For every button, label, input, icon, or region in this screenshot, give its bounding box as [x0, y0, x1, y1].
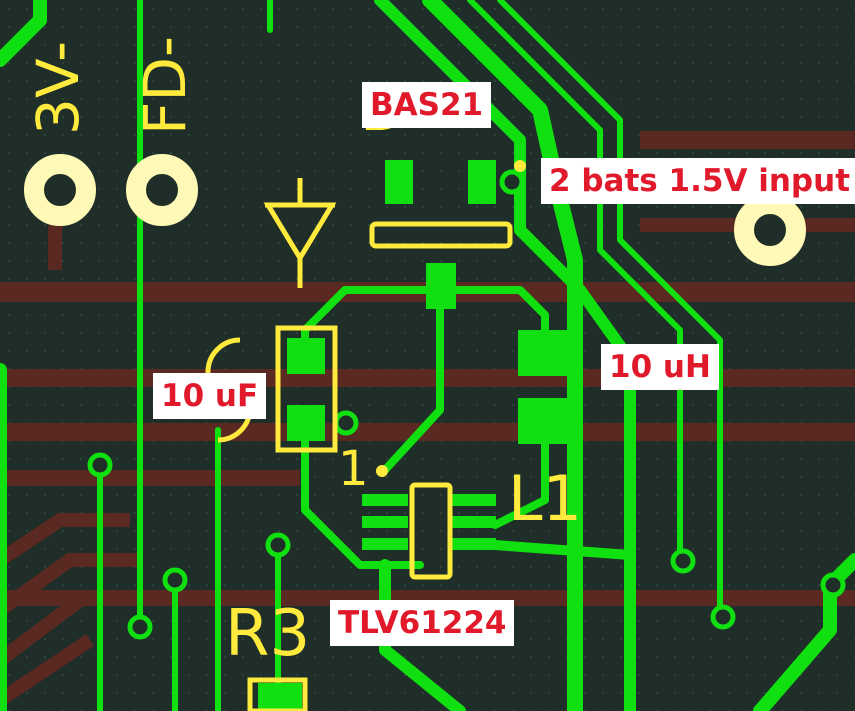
through-hole-pad — [734, 194, 806, 266]
copper-trace — [467, 0, 683, 563]
pin1-marker-dot — [514, 160, 526, 172]
silk-label-fd: FD- — [131, 36, 199, 135]
via — [820, 572, 846, 598]
diode-symbol-icon — [263, 178, 337, 288]
copper-trace — [0, 0, 47, 67]
capacitor-pad — [287, 338, 325, 374]
copper-pads — [258, 160, 578, 711]
silk-label-r3: R3 — [225, 597, 310, 671]
copper-trace — [490, 540, 635, 560]
copper-trace — [381, 296, 444, 474]
diode-outline — [369, 221, 513, 249]
via — [670, 548, 696, 574]
callout-inductor: 10 uH — [601, 344, 719, 390]
ic-outline — [409, 482, 453, 580]
via — [265, 532, 291, 558]
inner-trace — [0, 634, 94, 706]
inductor-pad — [518, 330, 578, 376]
diode-pad — [468, 160, 496, 204]
capacitor-outline — [275, 325, 338, 453]
inner-trace — [0, 553, 140, 616]
via — [710, 604, 736, 630]
via — [499, 169, 525, 195]
pin1-marker-dot — [376, 465, 388, 477]
ic-pad — [362, 516, 408, 528]
copper-trace — [379, 559, 466, 711]
copper-trace — [753, 553, 855, 711]
resistor-pad — [258, 683, 302, 711]
ic-pad — [362, 494, 408, 506]
callout-input: 2 bats 1.5V input — [541, 158, 855, 204]
inner-trace — [0, 513, 130, 566]
copper-trace — [374, 0, 636, 711]
callout-diode: BAS21 — [362, 82, 492, 128]
vias — [87, 169, 846, 640]
ic-pad — [450, 516, 496, 528]
resistor-outline — [247, 677, 308, 711]
inner-trace — [0, 594, 85, 666]
via — [87, 452, 113, 478]
ic-pad — [450, 538, 496, 550]
battery-fd-pad — [126, 154, 198, 226]
through-hole-pads — [24, 154, 806, 266]
silk-label-3v: 3V- — [24, 41, 92, 135]
capacitor-pad — [287, 405, 325, 441]
via — [333, 410, 359, 436]
via — [127, 614, 153, 640]
diode-pad — [385, 160, 413, 204]
callout-capacitor: 10 uF — [153, 373, 267, 419]
battery-3v-pad — [24, 154, 96, 226]
ic-pad — [362, 538, 408, 550]
silk-label-pin1: 1 — [338, 441, 369, 497]
diode-triangle — [263, 202, 337, 263]
inductor-pad — [518, 398, 578, 444]
ic-pad — [450, 494, 496, 506]
diode-pad — [426, 263, 456, 309]
silk-label-l1: L1 — [508, 462, 582, 535]
copper-trace — [491, 416, 549, 529]
callout-regulator: TLV61224 — [330, 600, 515, 646]
copper-trace — [497, 0, 723, 618]
via — [162, 567, 188, 593]
